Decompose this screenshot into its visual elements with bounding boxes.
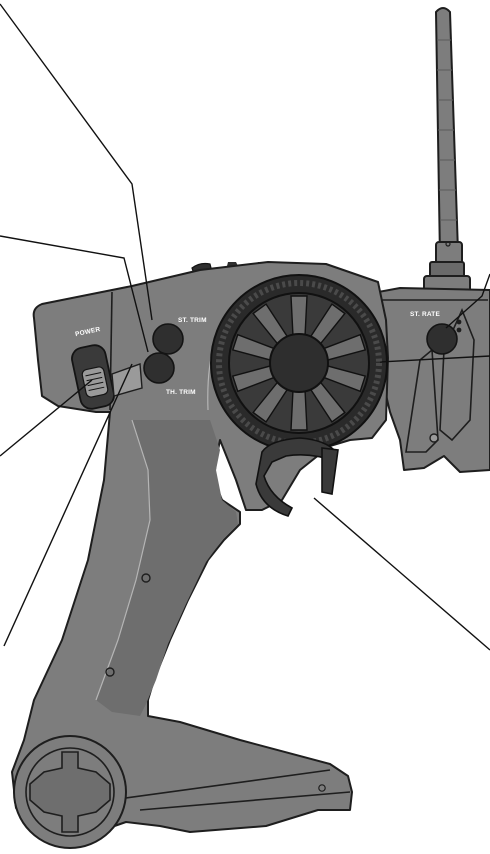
grip-shade [96,420,238,716]
st-trim-label: ST. TRIM [178,317,207,324]
leader-lines [0,3,490,651]
steering-wheel-icon[interactable] [210,274,388,452]
antenna-icon [423,7,471,301]
battery-cap-icon [13,735,127,849]
th-trim-knob[interactable] [143,352,175,384]
th-trim-label: TH. TRIM [166,389,196,396]
power-switch[interactable] [70,343,116,411]
throttle-trigger-icon[interactable] [255,437,339,517]
st-rate-knob[interactable] [426,323,458,355]
side-module [369,287,490,473]
st-rate-label: ST. RATE [410,311,440,318]
st-trim-knob[interactable] [152,323,184,355]
